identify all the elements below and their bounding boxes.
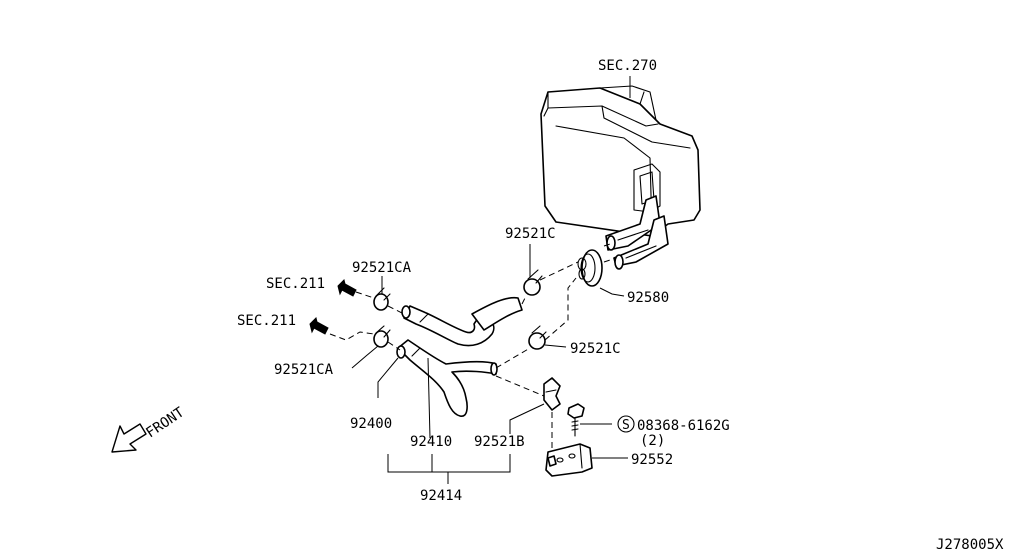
- label-bolt-code: 08368-6162G: [637, 418, 730, 434]
- clamp-92521CA-lower: [373, 325, 391, 348]
- label-92521b: 92521B: [474, 434, 525, 450]
- flow-direction-arrow: [337, 279, 357, 297]
- label-92521ca-upper: 92521CA: [352, 260, 412, 276]
- label-92414: 92414: [420, 488, 462, 504]
- bolt: [567, 403, 585, 437]
- clamp-92521C-lower: [528, 325, 547, 350]
- label-92521c-lower: 92521C: [570, 341, 621, 357]
- label-92410: 92410: [410, 434, 452, 450]
- label-92521c-upper: 92521C: [505, 226, 556, 242]
- circled-s-letter: S: [622, 418, 630, 433]
- label-92521ca-lower: 92521CA: [274, 362, 334, 378]
- circled-s-marker: [617, 415, 635, 433]
- grommet-92580: [577, 249, 603, 287]
- front-direction-arrow: [111, 423, 147, 453]
- label-sec211-lower: SEC.211: [237, 313, 296, 329]
- heater-pipes: [605, 195, 669, 270]
- clamp-92521C-upper: [523, 269, 543, 296]
- label-sec211-upper: SEC.211: [266, 276, 325, 292]
- heater-unit: [540, 85, 701, 237]
- label-bolt-qty: (2): [640, 433, 665, 449]
- label-92400: 92400: [350, 416, 392, 432]
- clamp-92521B: [543, 377, 561, 411]
- connection-lines: [329, 243, 617, 450]
- clamp-92521CA-upper: [373, 287, 391, 311]
- label-92580: 92580: [627, 290, 669, 306]
- leader-lines: [351, 76, 631, 484]
- label-diagram-id: J278005X: [936, 537, 1004, 553]
- label-92552: 92552: [631, 452, 673, 468]
- hose-92400: [401, 296, 523, 347]
- hose-92410: [396, 339, 498, 417]
- flow-direction-arrow: [309, 317, 329, 335]
- label-front: FRONT: [143, 404, 187, 441]
- label-sec270: SEC.270: [598, 58, 657, 74]
- bracket-92552: [545, 443, 593, 477]
